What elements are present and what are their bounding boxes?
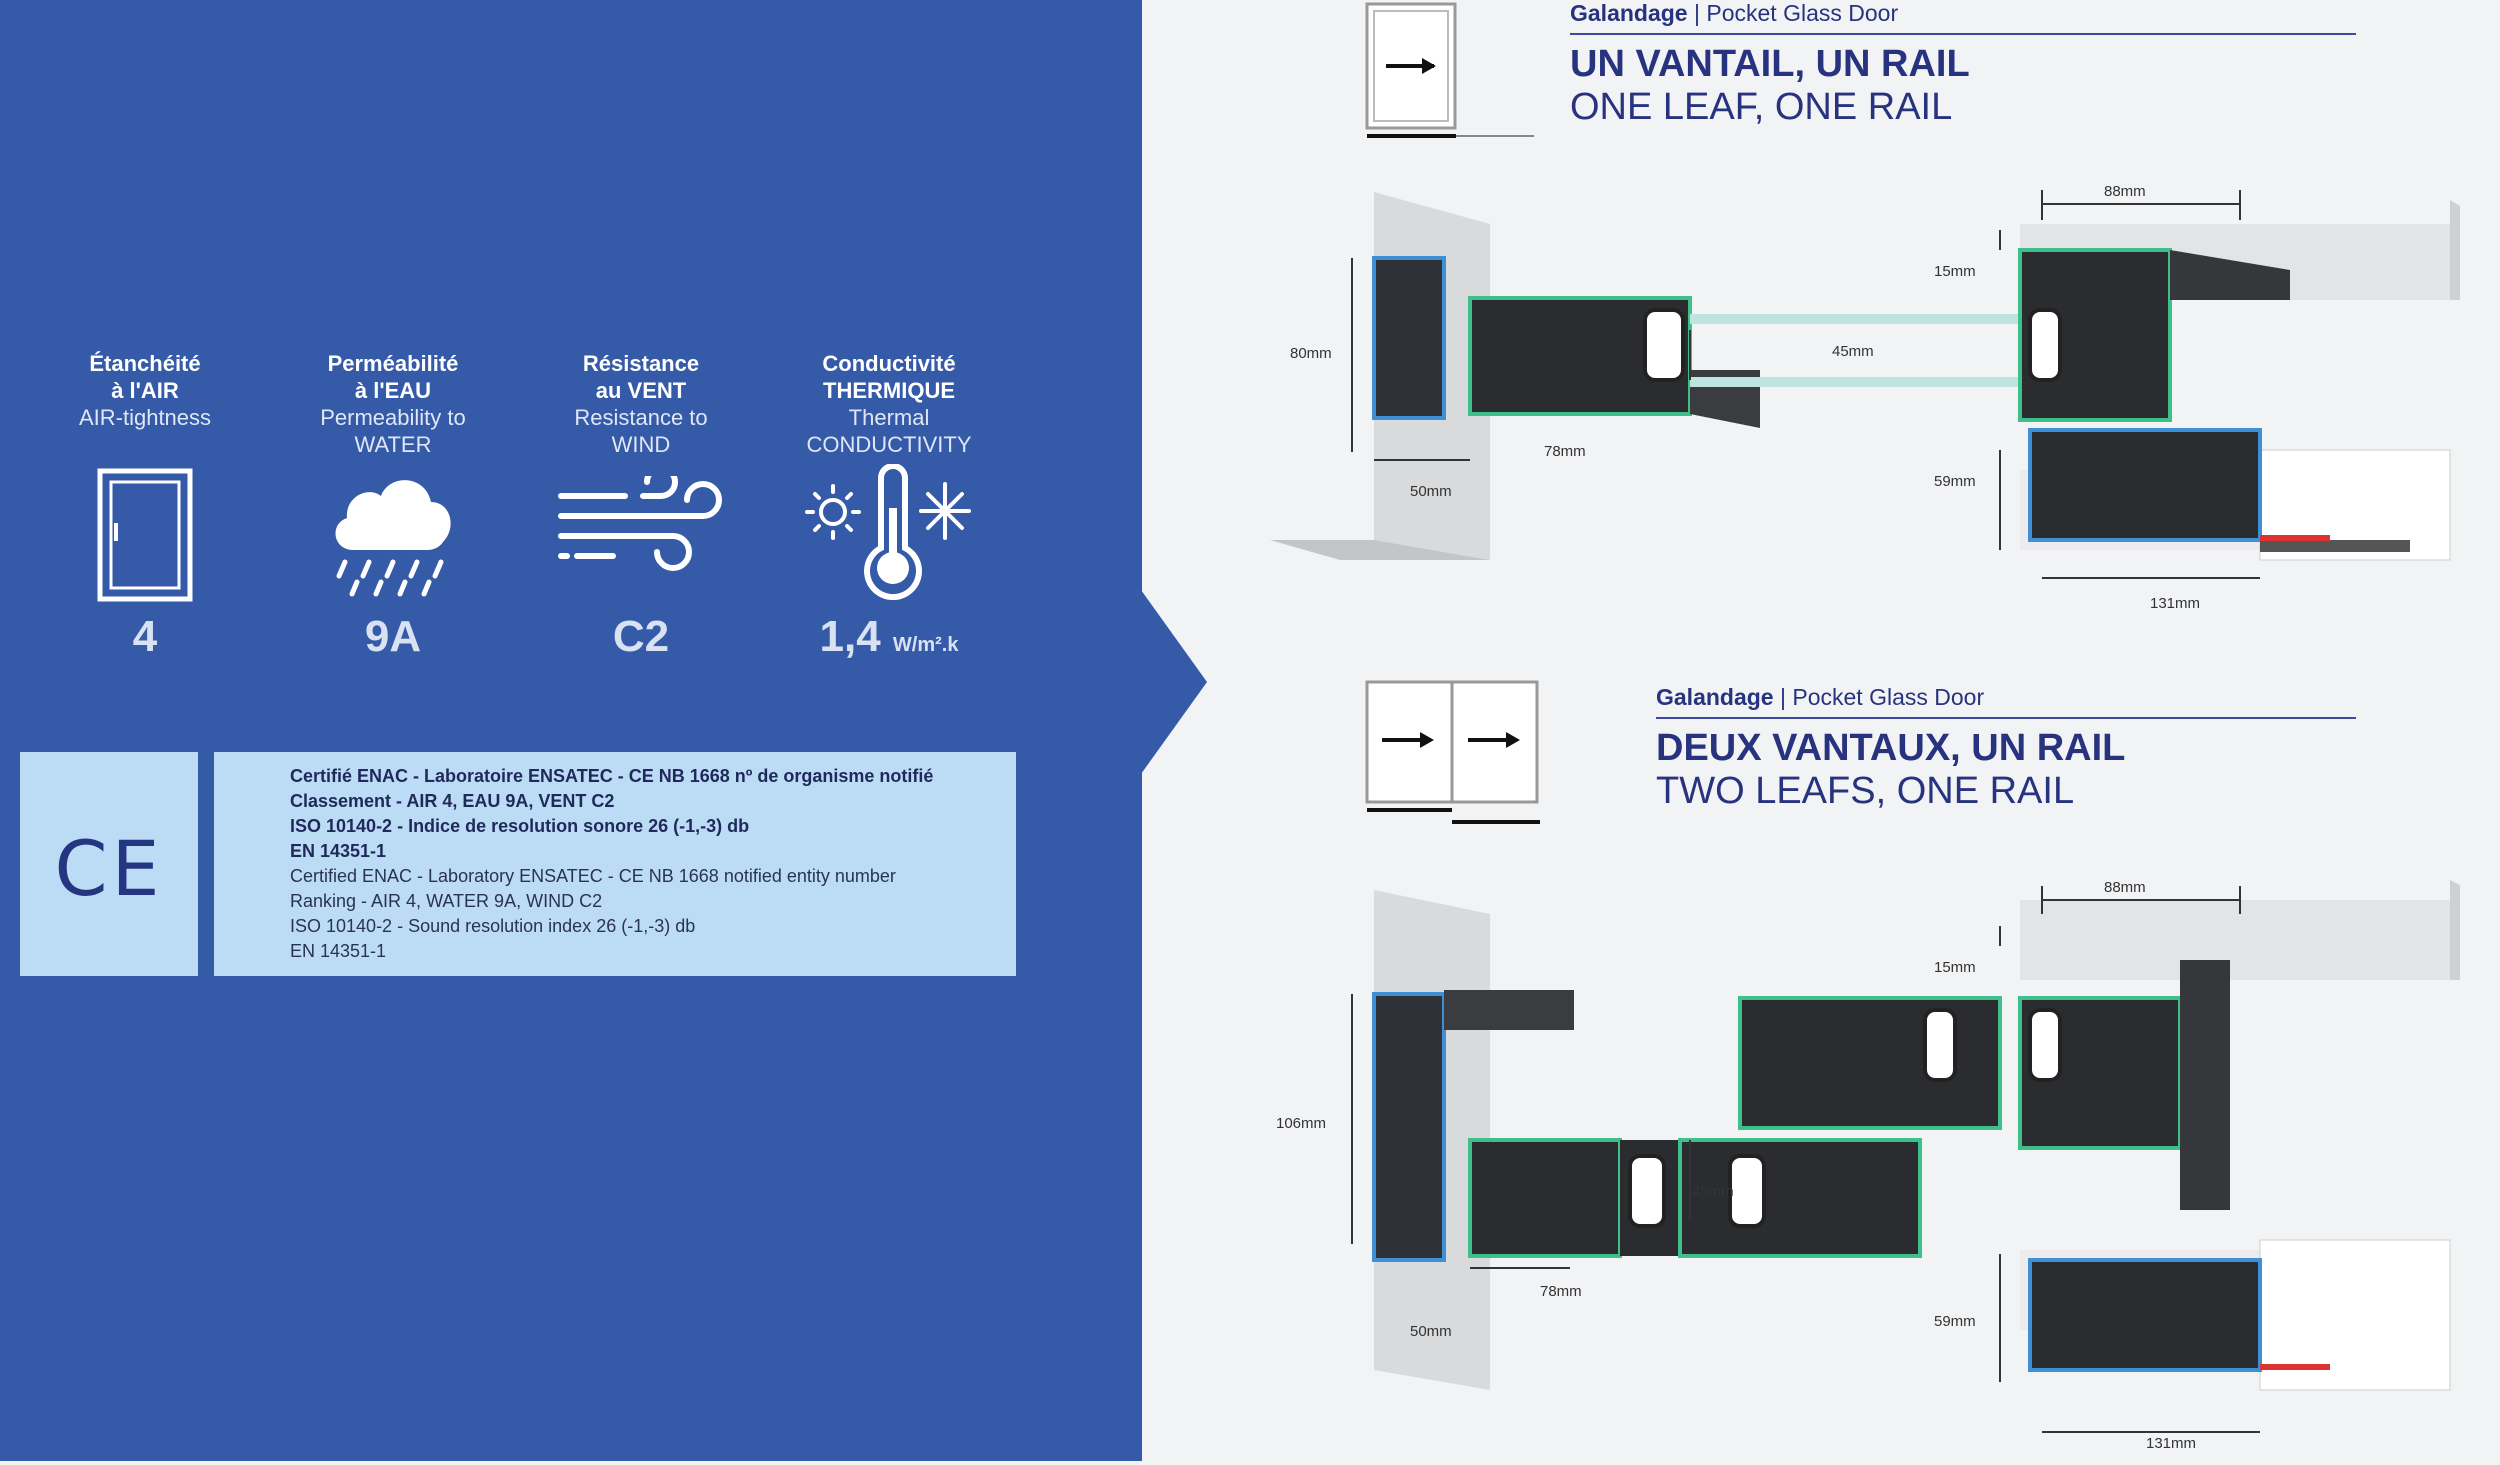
cert-line-fr: ISO 10140-2 - Indice de resolution sonor… [290,816,750,836]
dim-label: 15mm [1934,263,1976,280]
single-rail-profile-diagram: 88mm 15mm 80mm 45mm 78mm 50mm 59mm 131mm [1260,180,2490,625]
cert-line-en: Ranking - AIR 4, WATER 9A, WIND C2 [290,891,603,911]
perf-air-tightness: Étanchéité à l'AIR AIR-tightness 4 [25,350,265,661]
ce-mark: CE [54,824,164,913]
dim-label: 59mm [1934,473,1976,490]
dim-label: 80mm [1290,345,1332,362]
perf-title-fr: Perméabilité à l'EAU [327,351,459,403]
rain-cloud-icon [325,462,461,607]
section-subtitle: Galandage | Pocket Glass Door [1570,0,1899,26]
perf-title-fr: Conductivité THERMIQUE [822,351,956,403]
dim-label: 131mm [2150,595,2200,612]
section-pointer-arrow [1141,590,1207,774]
cert-line-fr: EN 14351-1 [290,841,387,861]
cert-line-en: ISO 10140-2 - Sound resolution index 26 … [290,916,696,936]
header-rule [1656,717,2356,719]
perf-value: 1,4 W/m².k [819,612,959,661]
perf-thermal-conductivity: Conductivité THERMIQUE Thermal CONDUCTIV… [769,350,1009,661]
cert-line-en: EN 14351-1 [290,941,387,961]
perf-value: 9A [364,612,422,661]
single-leaf-door-icon [1364,2,1536,147]
perf-title-en: Permeability to WATER [320,405,466,457]
dim-label: 50mm [1410,483,1452,500]
cert-line-fr: Certifié ENAC - Laboratoire ENSATEC - CE… [290,766,934,786]
perf-title-fr: Résistance au VENT [582,351,700,403]
section-subtitle: Galandage | Pocket Glass Door [1656,684,1985,710]
wind-icon [553,465,729,581]
perf-title-en: AIR-tightness [78,405,212,430]
ce-mark-box: CE [20,752,198,976]
section-title-en: TWO LEAFS, ONE RAIL [1656,770,2075,812]
section-title-fr: UN VANTAIL, UN RAIL [1570,43,1970,85]
dim-label: 45mm [1832,343,1874,360]
perf-wind-resistance: Résistance au VENT Resistance to WIND C2 [521,350,761,661]
perf-water-permeability: Perméabilité à l'EAU Permeability to WAT… [273,350,513,661]
section-one-header: Galandage | Pocket Glass Door UN VANTAIL… [1570,0,2356,129]
section-title-fr: DEUX VANTAUX, UN RAIL [1656,727,2126,769]
header-rule [1570,33,2356,35]
dim-label: 45mm [1692,1183,1734,1200]
perf-title-fr: Étanchéité à l'AIR [89,351,201,403]
dim-label: 106mm [1276,1115,1326,1132]
thermometer-icon [799,463,979,605]
perf-title-en: Thermal CONDUCTIVITY [806,405,972,457]
dim-label: 78mm [1544,443,1586,460]
perf-title-en: Resistance to WIND [574,405,708,457]
perf-value: 4 [132,612,158,661]
certification-text: Certifié ENAC - Laboratoire ENSATEC - CE… [290,764,933,964]
dim-label: 78mm [1540,1283,1582,1300]
section-two-header: Galandage | Pocket Glass Door DEUX VANTA… [1656,684,2356,813]
window-icon [97,468,193,607]
certification-box: Certifié ENAC - Laboratoire ENSATEC - CE… [214,752,1016,976]
dim-label: 88mm [2104,183,2146,200]
section-title-en: ONE LEAF, ONE RAIL [1570,86,1953,128]
dim-label: 15mm [1934,959,1976,976]
cert-line-fr: Classement - AIR 4, EAU 9A, VENT C2 [290,791,615,811]
double-leaf-door-icon [1364,680,1544,835]
cert-line-en: Certified ENAC - Laboratory ENSATEC - CE… [290,866,896,886]
dim-label: 50mm [1410,1323,1452,1340]
double-leaf-profile-diagram: 88mm 15mm 106mm 45mm 78mm 50mm 59mm 131m… [1260,870,2490,1465]
perf-value: C2 [612,612,670,661]
dim-label: 88mm [2104,879,2146,896]
performance-panel: Étanchéité à l'AIR AIR-tightness 4 Permé… [0,0,1142,1461]
dim-label: 59mm [1934,1313,1976,1330]
dim-label: 131mm [2146,1435,2196,1452]
